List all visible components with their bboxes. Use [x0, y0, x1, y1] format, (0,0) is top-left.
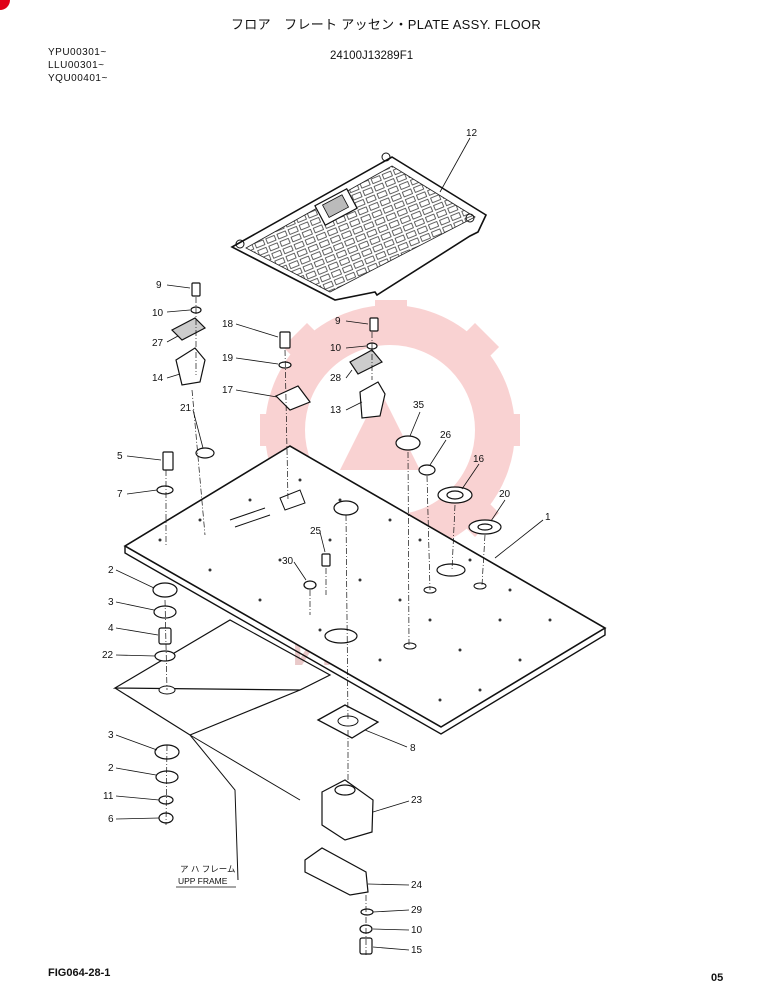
- callout-label: 26: [440, 430, 452, 441]
- callout-label: 24: [411, 880, 423, 891]
- callout-label: 35: [413, 400, 425, 411]
- callout-label: 22: [102, 650, 114, 661]
- callout-label: 7: [117, 489, 123, 500]
- callout-label: 2: [108, 763, 114, 774]
- serial-range: YPU00301~: [48, 47, 107, 58]
- callout-label: 3: [108, 597, 114, 608]
- floor-plate-part: [123, 445, 607, 735]
- callout-label: 14: [152, 373, 164, 384]
- callout-label: 11: [103, 791, 114, 802]
- frame-label-jp: ア ハ フレーム: [180, 864, 235, 874]
- callout-leader-lines: [115, 137, 544, 951]
- serial-range-list: YPU00301~ LLU00301~ YQU00401~: [48, 46, 108, 85]
- serial-range: LLU00301~: [48, 60, 105, 71]
- callout-label: 27: [152, 338, 164, 349]
- callout-label: 10: [330, 343, 342, 354]
- callout-label: 8: [410, 743, 416, 754]
- callout-label: 19: [222, 353, 234, 364]
- callout-label: 9: [335, 316, 341, 327]
- callout-label: 1: [545, 512, 551, 523]
- callout-label: 3: [108, 730, 114, 741]
- callout-label: 20: [499, 489, 511, 500]
- callout-label: 6: [108, 814, 114, 825]
- serial-range: YQU00401~: [48, 73, 108, 84]
- page-title: フロア フレート アッセン・PLATE ASSY. FLOOR: [230, 17, 542, 32]
- callout-label: 10: [152, 308, 164, 319]
- callout-label: 15: [411, 945, 423, 956]
- callout-label: 23: [411, 795, 423, 806]
- callout-label: 5: [117, 451, 123, 462]
- small-parts: [152, 282, 502, 955]
- callout-label: 17: [222, 385, 234, 396]
- upper-frame-label: ア ハ フレーム UPP FRAME: [176, 864, 236, 888]
- floor-mat-part: [230, 152, 488, 301]
- corner-badge: [0, 0, 10, 10]
- callout-label: 16: [473, 454, 485, 465]
- callout-label: 21: [180, 403, 192, 414]
- callout-label: 30: [282, 556, 294, 567]
- callout-label: 12: [466, 128, 478, 139]
- callout-label: 29: [411, 905, 423, 916]
- callout-label: 10: [411, 925, 423, 936]
- callout-label: 18: [222, 319, 234, 330]
- callout-label: 4: [108, 623, 114, 634]
- callout-label: 28: [330, 373, 342, 384]
- page-number: 05: [711, 972, 724, 984]
- callout-label: 13: [330, 405, 342, 416]
- callout-label: 9: [156, 280, 162, 291]
- upper-frame-part: [112, 619, 332, 881]
- part-number: 24100J13289F1: [330, 50, 414, 62]
- callout-labels: 12 9 10 27 14 18 19 17 9 10 28 13 21 35 …: [102, 128, 551, 956]
- figure-id: FIG064-28-1: [48, 967, 111, 979]
- callout-label: 2: [108, 565, 114, 576]
- callout-label: 25: [310, 526, 322, 537]
- frame-label-en: UPP FRAME: [178, 876, 228, 886]
